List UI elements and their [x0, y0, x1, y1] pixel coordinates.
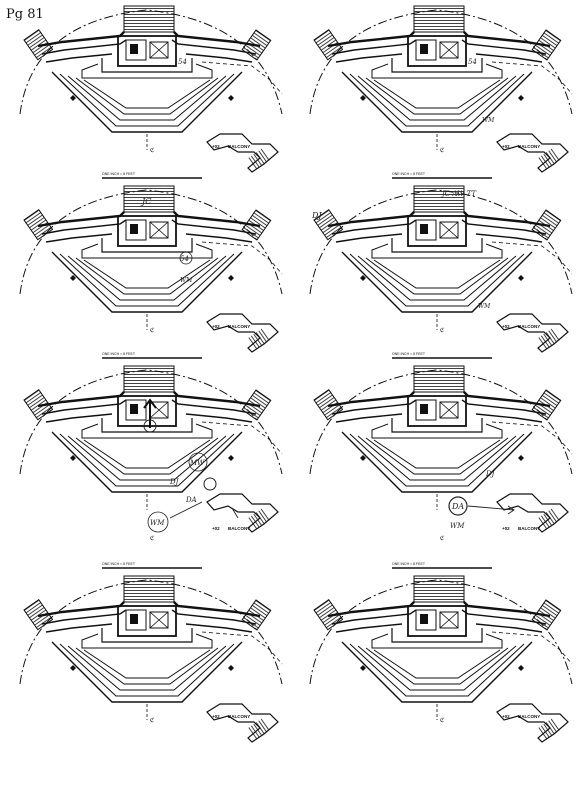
plan-4: ONE INCH = 8 FEET JC AW TT DJ WM +02 BAL… [308, 172, 574, 354]
plan-2-centerline: ℭ [440, 147, 444, 154]
plan-5-mark-mw: MW [189, 459, 205, 467]
plan-2-level: +02 [502, 144, 510, 149]
plan-3: ONE INCH = 8 FEET JC 54 WM +02 BALCONY ℭ [18, 172, 284, 354]
plan-4-mark-wm: WM [478, 303, 491, 310]
plan-6-scale: ONE INCH = 8 FEET [392, 352, 426, 356]
plan-5-balcony-label: BALCONY [228, 526, 250, 531]
plan-8-balcony-label: BALCONY [518, 714, 540, 719]
plan-2-balcony-label: BALCONY [518, 144, 540, 149]
plan-4-mark-dj: DJ [311, 211, 322, 220]
plan-6: ONE INCH = 8 FEET DJ DA WM +02 BALCONY ℭ [308, 352, 574, 542]
plan-5-mark-dj: DJ [169, 478, 180, 486]
plan-3-mark-54: 54 [180, 255, 189, 263]
plan-7-scale: ONE INCH = 8 FEET [102, 562, 136, 566]
plan-6-centerline: ℭ [440, 535, 444, 542]
plan-8-centerline: ℭ [440, 717, 444, 724]
plan-3-mark-jc: JC [140, 197, 151, 206]
plan-1-centerline: ℭ [150, 147, 154, 154]
plan-8-level: +02 [502, 714, 510, 719]
plan-7: ONE INCH = 8 FEET +02 BALCONY ℭ [18, 562, 284, 744]
plan-4-level: +02 [502, 324, 510, 329]
plan-6-mark-dj: DJ [485, 470, 496, 478]
plan-2-mark-wm: WM [482, 117, 495, 124]
plan-4-scale: ONE INCH = 8 FEET [392, 172, 426, 176]
plan-6-mark-da: DA [451, 502, 464, 511]
plan-4-mark-initials: JC AW TT [440, 190, 477, 198]
plan-3-mark-wm: WM [180, 277, 193, 284]
plan-1: 54 +02 BALCONY ℭ [18, 4, 284, 174]
plan-3-centerline: ℭ [150, 327, 154, 334]
plan-6-balcony-label: BALCONY [518, 526, 540, 531]
page-note: Pg 81 [6, 7, 44, 22]
plan-1-balcony-label: BALCONY [228, 144, 250, 149]
plan-4-balcony-label: BALCONY [518, 324, 540, 329]
plan-7-balcony-label: BALCONY [228, 714, 250, 719]
plan-8-scale: ONE INCH = 8 FEET [392, 562, 426, 566]
plan-1-mark-54: 54 [178, 58, 187, 66]
plan-2-mark-54: 54 [468, 58, 477, 66]
plan-7-level: +02 [212, 714, 220, 719]
plan-5-mark-wm: WM [150, 519, 165, 527]
plan-7-centerline: ℭ [150, 717, 154, 724]
plan-6-level: +02 [502, 526, 510, 531]
plan-5-level: +02 [212, 526, 220, 531]
plan-3-balcony-label: BALCONY [228, 324, 250, 329]
plan-5-scale: ONE INCH = 8 FEET [102, 352, 136, 356]
plan-1-level: +02 [212, 144, 220, 149]
plan-3-scale: ONE INCH = 8 FEET [102, 172, 136, 176]
plan-2: 54 WM +02 BALCONY ℭ [308, 4, 574, 174]
plan-5: ONE INCH = 8 FEET MW DJ DA WM +02 BALCON… [18, 352, 284, 542]
plan-5-mark-da: DA [185, 496, 197, 504]
plan-6-mark-wm: WM [450, 522, 465, 530]
plan-4-centerline: ℭ [440, 327, 444, 334]
plan-3-level: +02 [212, 324, 220, 329]
plan-5-centerline: ℭ [150, 535, 154, 542]
plan-8: ONE INCH = 8 FEET +02 BALCONY ℭ [308, 562, 574, 744]
